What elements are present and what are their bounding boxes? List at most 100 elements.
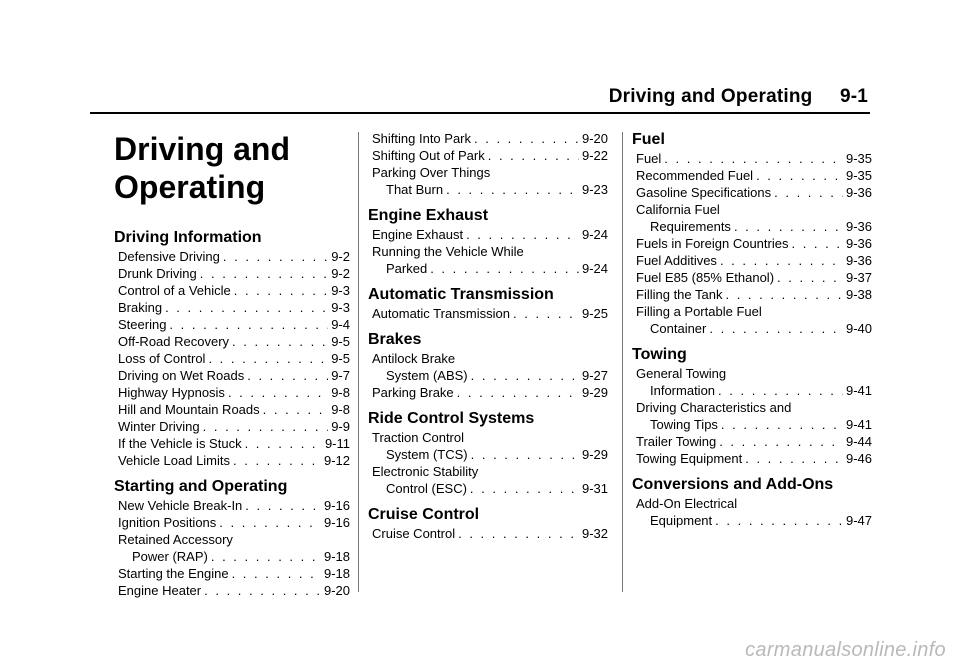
toc-entry-label-line: Running the Vehicle While [372, 244, 524, 259]
toc-entry[interactable]: Winter Driving9-9 [118, 418, 350, 435]
toc-entry-row: Fuels in Foreign Countries9-36 [636, 235, 872, 252]
toc-entry-page: 9-41 [845, 383, 872, 398]
toc-entry[interactable]: Engine Heater9-20 [118, 582, 350, 599]
toc-entry[interactable]: Loss of Control9-5 [118, 350, 350, 367]
toc-entry[interactable]: Control of a Vehicle9-3 [118, 282, 350, 299]
toc-entry-page: 9-18 [323, 566, 350, 581]
toc-entry[interactable]: Steering9-4 [118, 316, 350, 333]
toc-entry-label-line: Add-On Electrical [636, 496, 738, 511]
toc-entry[interactable]: Gasoline Specifications9-36 [636, 184, 872, 201]
toc-entry[interactable]: New Vehicle Break-In9-16 [118, 497, 350, 514]
toc-entry-label-line: Retained Accessory [118, 532, 233, 547]
toc-entry[interactable]: Fuel Additives9-36 [636, 252, 872, 269]
toc-entry-label: Winter Driving [118, 419, 200, 434]
toc-entry[interactable]: Trailer Towing9-44 [636, 433, 872, 450]
dot-leader [169, 316, 328, 333]
toc-entry-label: Steering [118, 317, 167, 332]
toc-entry[interactable]: Fuel E85 (85% Ethanol)9-37 [636, 269, 872, 286]
toc-entry[interactable]: Hill and Mountain Roads9-8 [118, 401, 350, 418]
toc-entry[interactable]: Automatic Transmission9-25 [372, 305, 608, 322]
toc-entry-page: 9-16 [323, 515, 350, 530]
toc-entry[interactable]: Off-Road Recovery9-5 [118, 333, 350, 350]
toc-entry[interactable]: Add-On ElectricalEquipment9-47 [636, 495, 872, 529]
toc-entry[interactable]: If the Vehicle is Stuck9-11 [118, 435, 350, 452]
toc-entry[interactable]: California FuelRequirements9-36 [636, 201, 872, 235]
dot-leader [208, 350, 328, 367]
toc-entry-label: Off-Road Recovery [118, 334, 230, 349]
toc-entry[interactable]: Starting the Engine 9-18 [118, 565, 350, 582]
toc-entry[interactable]: Towing Equipment9-46 [636, 450, 872, 467]
dot-leader [232, 565, 321, 582]
toc-entry-page: 9-18 [323, 549, 350, 564]
toc-entry-label-line: Antilock Brake [372, 351, 456, 366]
toc-entry-label: Highway Hypnosis [118, 385, 225, 400]
toc-entry[interactable]: Fuels in Foreign Countries9-36 [636, 235, 872, 252]
toc-entry[interactable]: Filling a Portable FuelContainer9-40 [636, 303, 872, 337]
toc-entry[interactable]: Cruise Control9-32 [372, 525, 608, 542]
toc-entry[interactable]: Defensive Driving9-2 [118, 248, 350, 265]
toc-entry-row: Shifting Into Park9-20 [372, 130, 608, 147]
toc-entry-label: Filling the Tank [636, 287, 723, 302]
toc-entry-row: Control of a Vehicle9-3 [118, 282, 350, 299]
toc-entry-label: Gasoline Specifications [636, 185, 772, 200]
toc-entry-row: Power (RAP)9-18 [118, 548, 350, 565]
toc-entry-page: 9-5 [331, 351, 350, 366]
toc-entry[interactable]: Running the Vehicle WhileParked9-24 [372, 243, 608, 277]
toc-entry-label: Starting the Engine [118, 566, 229, 581]
toc-entry-label: Parked [386, 261, 428, 276]
dot-leader [457, 384, 579, 401]
toc-entry-label-line: Driving Characteristics and [636, 400, 792, 415]
toc-entry[interactable]: Vehicle Load Limits9-12 [118, 452, 350, 469]
dot-leader [719, 433, 843, 450]
toc-entry[interactable]: Filling the Tank 9-38 [636, 286, 872, 303]
column-divider [622, 132, 623, 592]
toc-entry-page: 9-38 [845, 287, 872, 302]
toc-entry[interactable]: Parking Brake9-29 [372, 384, 608, 401]
toc-entry-label: Cruise Control [372, 526, 456, 541]
toc-entry-row: Parked9-24 [372, 260, 608, 277]
toc-entry-label: If the Vehicle is Stuck [118, 436, 242, 451]
toc-entry[interactable]: Driving on Wet Roads9-7 [118, 367, 350, 384]
toc-entry-label: Driving on Wet Roads [118, 368, 245, 383]
chapter-title: Driving and Operating [114, 130, 350, 206]
toc-entry[interactable]: Ignition Positions9-16 [118, 514, 350, 531]
toc-entry[interactable]: General TowingInformation9-41 [636, 365, 872, 399]
toc-entry[interactable]: Highway Hypnosis9-8 [118, 384, 350, 401]
toc-entry-list: Cruise Control9-32 [372, 525, 608, 542]
toc-entry-row: Cruise Control9-32 [372, 525, 608, 542]
toc-entry-page: 9-2 [331, 266, 350, 281]
toc-column-1: Driving and Operating Driving Informatio… [114, 130, 350, 599]
dot-leader [245, 497, 321, 514]
dot-leader [777, 269, 843, 286]
toc-entry[interactable]: Shifting Out of Park9-22 [372, 147, 608, 164]
toc-entry-label: Towing Equipment [636, 451, 743, 466]
toc-entry[interactable]: Fuel9-35 [636, 150, 872, 167]
running-section-title: Driving and Operating [608, 86, 813, 107]
toc-entry-page: 9-47 [845, 513, 872, 528]
toc-entry-page: 9-36 [845, 253, 872, 268]
dot-leader [204, 582, 321, 599]
toc-entry[interactable]: Shifting Into Park9-20 [372, 130, 608, 147]
toc-entry-page: 9-20 [323, 583, 350, 598]
dot-leader [664, 150, 843, 167]
toc-entry-row: Driving on Wet Roads9-7 [118, 367, 350, 384]
dot-leader [232, 333, 328, 350]
toc-entry-page: 9-44 [845, 434, 872, 449]
dot-leader [745, 450, 843, 467]
toc-entry[interactable]: Recommended Fuel9-35 [636, 167, 872, 184]
toc-entry[interactable]: Drunk Driving9-2 [118, 265, 350, 282]
toc-entry-row: Equipment9-47 [636, 512, 872, 529]
toc-entry-label: New Vehicle Break-In [118, 498, 243, 513]
toc-entry[interactable]: Braking9-3 [118, 299, 350, 316]
toc-entry-page: 9-35 [845, 151, 872, 166]
toc-entry[interactable]: Engine Exhaust9-24 [372, 226, 608, 243]
